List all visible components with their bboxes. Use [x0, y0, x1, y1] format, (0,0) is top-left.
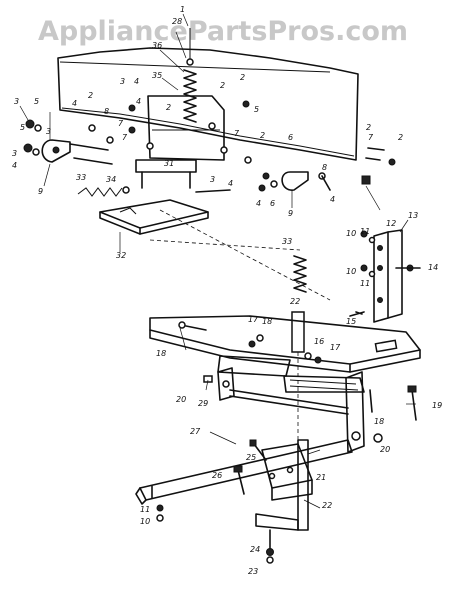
callout-31: 31	[164, 159, 174, 168]
callout-7: 7	[118, 119, 124, 128]
callout-34: 34	[106, 175, 116, 184]
callout-18: 18	[156, 349, 166, 358]
callout-10: 10	[346, 229, 356, 238]
callout-3: 3	[12, 149, 17, 158]
left-hardware	[23, 104, 154, 165]
callout-35: 35	[152, 71, 162, 80]
lower-hardware	[156, 311, 417, 564]
callout-2: 2	[220, 81, 225, 90]
callout-6: 6	[288, 133, 293, 142]
callout-20: 20	[176, 395, 186, 404]
callout-9: 9	[288, 209, 293, 218]
hitch-bracket	[255, 439, 313, 531]
callout-4: 4	[12, 161, 17, 170]
callout-4: 4	[256, 199, 261, 208]
callout-33: 33	[76, 173, 86, 182]
callout-5: 5	[34, 97, 39, 106]
callout-13: 13	[408, 211, 418, 220]
callout-4: 4	[72, 99, 77, 108]
callout-11: 11	[360, 227, 370, 236]
callout-19: 19	[432, 401, 442, 410]
hinge-bracket	[77, 159, 197, 197]
callout-12: 12	[386, 219, 396, 228]
callout-32: 32	[116, 251, 126, 260]
callout-2: 2	[366, 123, 371, 132]
callout-2: 2	[240, 73, 245, 82]
callout-14: 14	[428, 263, 438, 272]
callout-4: 4	[330, 195, 335, 204]
callout-10: 10	[346, 267, 356, 276]
callout-26: 26	[212, 471, 222, 480]
callout-2: 2	[260, 131, 265, 140]
callout-36: 36	[152, 41, 162, 50]
callout-4: 4	[136, 97, 141, 106]
callout-18: 18	[262, 317, 272, 326]
watermark: AppliancePartsPros.com	[38, 16, 408, 47]
callout-7: 7	[122, 133, 128, 142]
callout-22: 22	[322, 501, 332, 510]
callout-8: 8	[322, 163, 327, 172]
part-labels: 1 28 36 35 2 2 2 2 2 2 2 3 3 3 3 3 4 4 4…	[12, 5, 442, 576]
callout-33: 33	[282, 237, 292, 246]
callout-8: 8	[104, 107, 109, 116]
callout-17: 17	[248, 315, 259, 324]
mounting-plate	[99, 189, 331, 301]
lift-spring	[293, 255, 307, 293]
callout-25: 25	[246, 453, 256, 462]
main-frame	[149, 315, 421, 453]
callout-15: 15	[346, 317, 356, 326]
callout-4: 4	[228, 179, 233, 188]
push-arm	[135, 439, 353, 505]
callout-20: 20	[380, 445, 390, 454]
callout-5: 5	[254, 105, 259, 114]
lift-bracket	[349, 229, 421, 323]
callout-2: 2	[88, 91, 93, 100]
callout-28: 28	[172, 17, 182, 26]
callout-3: 3	[14, 97, 19, 106]
callout-6: 6	[270, 199, 275, 208]
callout-17: 17	[330, 343, 341, 352]
callout-3: 3	[120, 77, 125, 86]
callout-11: 11	[360, 279, 370, 288]
callout-5: 5	[20, 123, 25, 132]
callout-16: 16	[314, 337, 324, 346]
callout-21: 21	[316, 473, 326, 482]
callout-2: 2	[398, 133, 403, 142]
callout-1: 1	[180, 5, 185, 14]
callout-22: 22	[290, 297, 300, 306]
callout-29: 29	[198, 399, 208, 408]
callout-18: 18	[374, 417, 384, 426]
callout-3: 3	[46, 127, 51, 136]
callout-7: 7	[234, 129, 240, 138]
callout-2: 2	[166, 103, 171, 112]
callout-24: 24	[250, 545, 260, 554]
leader-lines	[19, 13, 416, 509]
callout-7: 7	[368, 133, 374, 142]
callout-10: 10	[140, 517, 150, 526]
right-hardware	[208, 100, 396, 192]
callout-23: 23	[248, 567, 258, 576]
callout-11: 11	[140, 505, 150, 514]
callout-4: 4	[134, 77, 139, 86]
callout-9: 9	[38, 187, 43, 196]
callout-27: 27	[190, 427, 201, 436]
plow-blade	[57, 47, 359, 161]
callout-3: 3	[210, 175, 215, 184]
